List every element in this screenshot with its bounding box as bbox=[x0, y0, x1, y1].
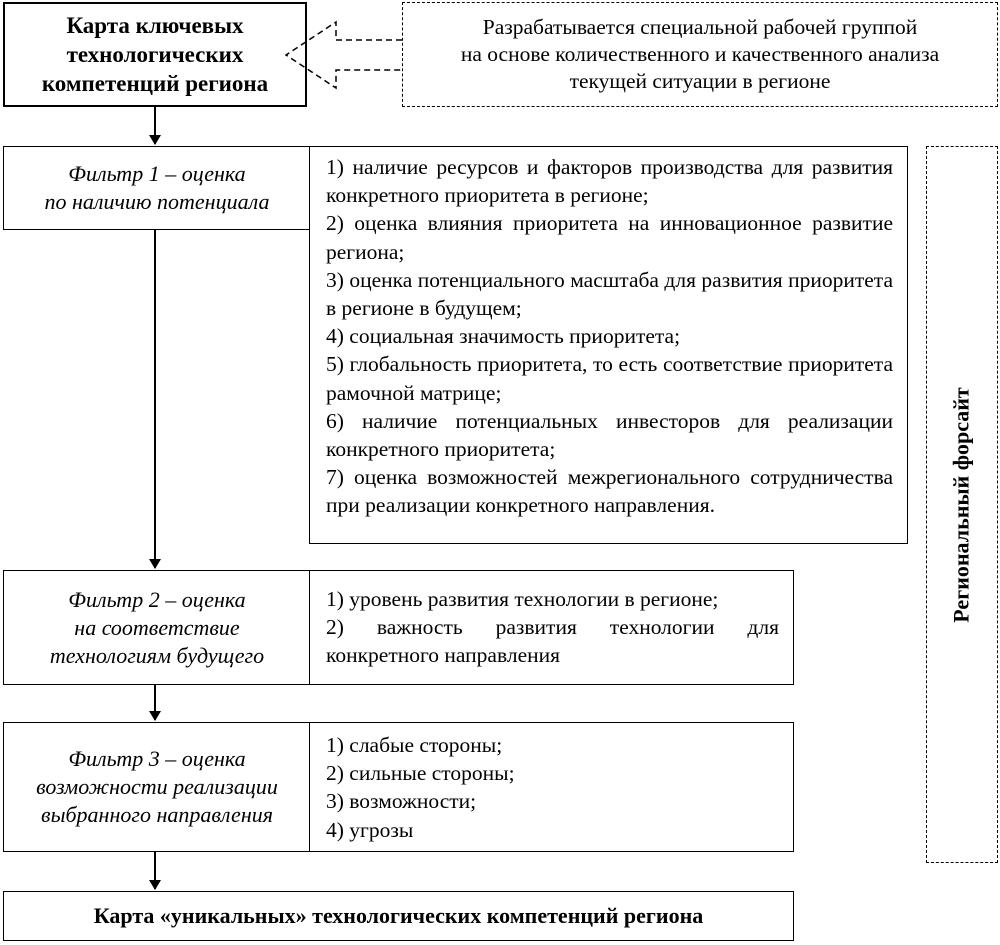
filter-3-title-line-1: Фильтр 3 – оценка bbox=[68, 746, 246, 771]
filter-2-criterion-1: 1) уровень развития технологии в регионе… bbox=[326, 587, 719, 611]
filter-3-title-line-3: выбранного направления bbox=[41, 802, 273, 827]
filter-1-criterion-3: 3) оценка потенциального масштаба для ра… bbox=[326, 267, 893, 321]
filter-2-title-line-2: на соответствие bbox=[74, 614, 240, 640]
filter-1-criterion-5: 5) глобальность приоритета, то есть соот… bbox=[326, 352, 893, 405]
filter-2-title-line-1: Фильтр 2 – оценка bbox=[68, 586, 246, 612]
working-group-line-1: Разрабатывается специальной рабочей груп… bbox=[482, 15, 918, 39]
final-label: Карта «уникальных» технологических компе… bbox=[93, 903, 704, 928]
filter-1-criteria-box: 1) наличие ресурсов и факторов производс… bbox=[309, 146, 908, 544]
regional-foresight-box bbox=[926, 146, 998, 863]
filter-1-criterion-2: 2) оценка влияния приоритета на инноваци… bbox=[326, 211, 893, 264]
unique-competencies-map-box: Карта «уникальных» технологических компе… bbox=[3, 891, 794, 941]
map-line-2: технологических bbox=[66, 42, 244, 67]
filter-1-criterion-7: 7) оценка возможностей межрегионального … bbox=[326, 465, 893, 518]
working-group-line-2: на основе количественного и качественног… bbox=[460, 42, 940, 66]
filter-3-title-line-2: возможности реализации bbox=[36, 774, 278, 799]
filter-1-criterion-1: 1) наличие ресурсов и факторов производс… bbox=[326, 155, 893, 208]
filter-3-criterion-2: 2) сильные стороны; bbox=[326, 761, 515, 786]
filter-3-criterion-4: 4) угрозы bbox=[326, 817, 414, 842]
map-line-3: компетенций региона bbox=[41, 71, 269, 96]
filter-1-title-line-2: по наличию потенциала bbox=[44, 189, 270, 214]
working-group-line-3: текущей ситуации в регионе bbox=[569, 69, 831, 93]
map-line-1: Карта ключевых bbox=[66, 13, 244, 38]
filter-3-criterion-3: 3) возможности; bbox=[326, 789, 477, 814]
filter-1-criterion-6: 6) наличие потенциальных инвесторов для … bbox=[326, 408, 893, 462]
filter-3-box: Фильтр 3 – оценка возможности реализации… bbox=[3, 722, 311, 852]
filter-3-criterion-1: 1) слабые стороны; bbox=[326, 733, 503, 757]
filter-3-criteria-box: 1) слабые стороны; 2) сильные стороны; 3… bbox=[309, 722, 794, 852]
filter-2-criteria-box: 1) уровень развития технологии в регионе… bbox=[309, 570, 794, 685]
dashed-block-arrow bbox=[284, 20, 402, 90]
filter-2-box: Фильтр 2 – оценка на соответствие технол… bbox=[3, 570, 311, 685]
filter-1-title-line-1: Фильтр 1 – оценка bbox=[68, 161, 246, 186]
filter-2-criterion-2: 2) важность развития технологии для конк… bbox=[326, 615, 779, 668]
working-group-box: Разрабатывается специальной рабочей груп… bbox=[402, 2, 998, 107]
filter-1-criterion-4: 4) социальная значимость приоритета; bbox=[326, 324, 681, 349]
filter-1-box: Фильтр 1 – оценка по наличию потенциала bbox=[3, 146, 311, 230]
key-competencies-map-box: Карта ключевых технологических компетенц… bbox=[3, 2, 307, 107]
filter-2-title-line-3: технологиям будущего bbox=[49, 642, 265, 668]
